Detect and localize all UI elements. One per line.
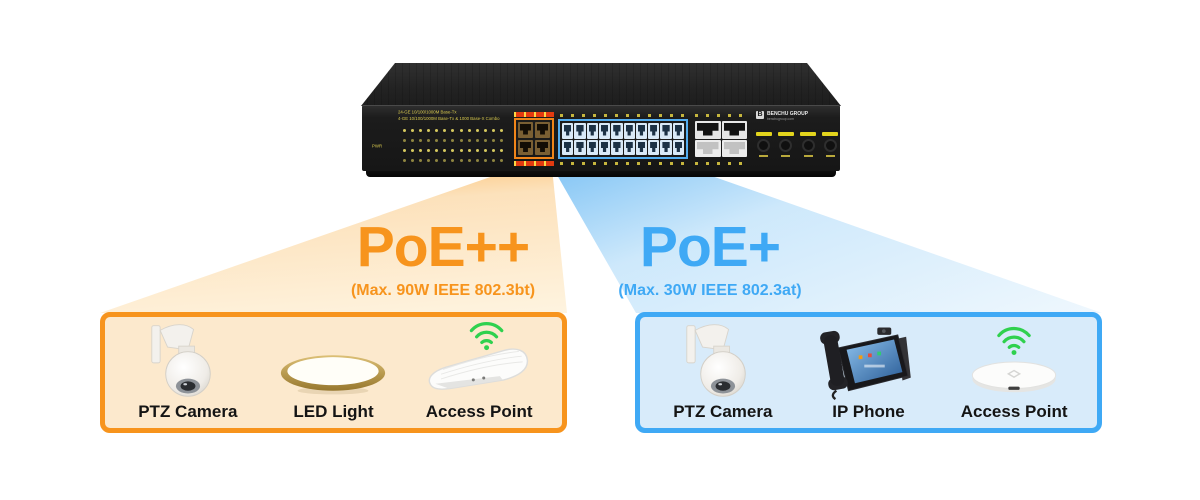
- port-label-strip: [695, 162, 747, 165]
- uplink-port-group: [693, 112, 749, 166]
- outdoor-access-point-icon: [424, 320, 534, 400]
- poe-plus-ports: [558, 119, 688, 159]
- poe-plus-plus-device-box: PTZ Camera LED Light: [100, 312, 567, 433]
- poe-plus-title: PoE+: [639, 215, 781, 279]
- ptz-camera-icon: [680, 321, 766, 400]
- ip-phone-icon: [815, 320, 921, 400]
- device-ip-phone: IP Phone: [796, 321, 941, 422]
- device-ptz-camera: PTZ Camera: [650, 321, 795, 422]
- sfp-port: [799, 132, 818, 166]
- uplink-ports: [693, 119, 749, 159]
- wifi-icon: [997, 326, 1031, 349]
- device-led-light: LED Light: [261, 321, 406, 422]
- switch-chassis-bottom: [366, 171, 836, 177]
- wifi-icon: [469, 321, 504, 345]
- port-label-strip: [695, 114, 747, 117]
- ptz-camera-icon: [145, 321, 231, 400]
- poe-plus-plus-ports: [514, 118, 554, 159]
- switch-chassis-top: [361, 63, 841, 106]
- poe-plus-device-box: PTZ Camera: [635, 312, 1102, 433]
- pwr-led-label: PWR: [372, 143, 383, 149]
- faceplate-spec-text: 24-GE 10/100/1000M Base-Tx 4-GE 10/100/1…: [398, 109, 610, 137]
- faceplate-line2: 4-GE 10/100/1000M Base-Tx & 1000 Base-X …: [398, 116, 500, 121]
- device-label: LED Light: [293, 402, 374, 421]
- brand-logo: B BENCHU GROUP benchugroup.com: [756, 111, 849, 126]
- device-label: Access Point: [960, 402, 1068, 421]
- led-grid: [400, 127, 506, 164]
- device-label: Access Point: [425, 402, 533, 421]
- poe-plus-plus-port-group: [514, 112, 554, 166]
- device-label: IP Phone: [832, 402, 905, 421]
- poe-plus-plus-subtitle: (Max. 90W IEEE 802.3bt): [350, 282, 536, 299]
- led-light-icon: [277, 321, 389, 400]
- sfp-port: [776, 132, 795, 166]
- poe-plus-subtitle: (Max. 30W IEEE 802.3at): [618, 282, 802, 299]
- port-label-strip: [560, 114, 686, 117]
- poe-plus-title-block: PoE+ (Max. 30W IEEE 802.3at): [555, 219, 865, 299]
- device-label: PTZ Camera: [673, 402, 773, 421]
- brand-logo-icon: B: [756, 111, 764, 119]
- network-switch: 24-GE 10/100/1000M Base-Tx 4-GE 10/100/1…: [360, 60, 842, 180]
- switch-faceplate: 24-GE 10/100/1000M Base-Tx 4-GE 10/100/1…: [362, 105, 840, 171]
- poe-plus-port-group: [558, 112, 688, 166]
- sfp-port-row: [754, 132, 840, 166]
- device-access-point-outdoor: Access Point: [407, 321, 552, 422]
- poe-plus-plus-title-block: PoE++ (Max. 90W IEEE 802.3bt): [288, 219, 598, 299]
- brand-url: benchugroup.com: [767, 117, 794, 121]
- device-ptz-camera: PTZ Camera: [115, 321, 260, 422]
- faceplate-line1: 24-GE 10/100/1000M Base-Tx: [398, 109, 457, 115]
- ceiling-access-point-icon: [961, 321, 1067, 400]
- device-access-point-ceiling: Access Point: [942, 321, 1087, 422]
- brand-name: BENCHU GROUP: [767, 111, 809, 117]
- sfp-port: [821, 132, 840, 166]
- port-label-strip: [514, 161, 554, 166]
- sfp-port: [754, 132, 773, 166]
- poe-plus-plus-title: PoE++: [356, 215, 530, 279]
- port-label-strip: [514, 112, 554, 117]
- device-label: PTZ Camera: [138, 402, 238, 421]
- port-label-strip: [560, 162, 686, 165]
